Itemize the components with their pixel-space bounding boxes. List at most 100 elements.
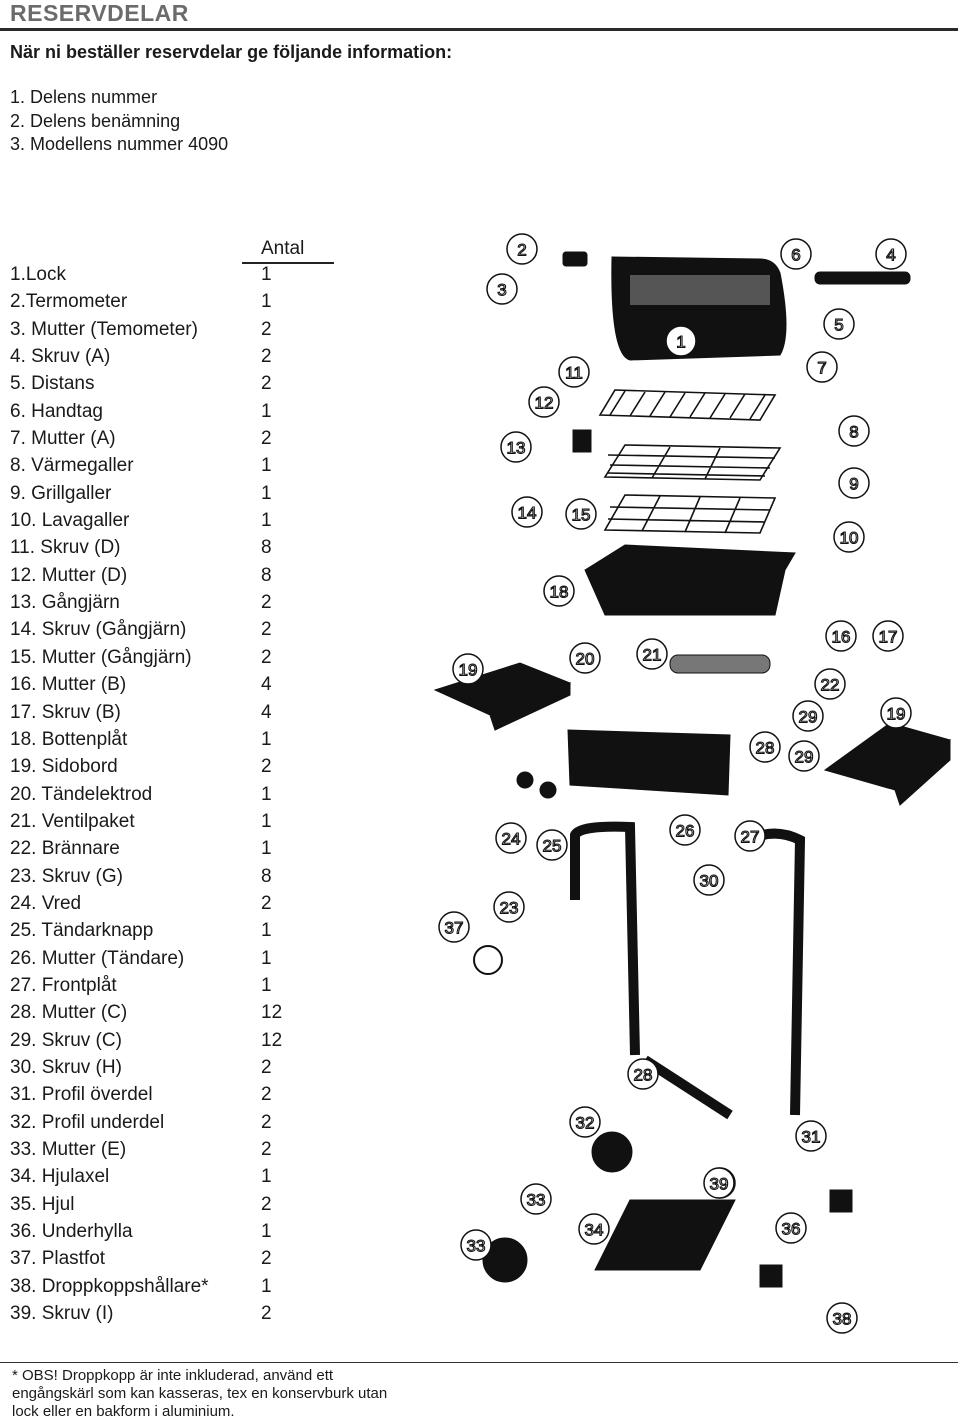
callout-31: 31 [795,1120,827,1152]
callout-19: 19 [880,697,912,729]
lava-grate-part [603,494,777,534]
info-item: 1. Delens nummer [10,87,158,107]
callout-8: 8 [838,415,870,447]
part-qty: 1 [261,455,272,477]
frame-brace [642,1055,733,1120]
callout-37: 37 [438,911,470,943]
burner-part [669,654,771,674]
svg-text:2: 2 [517,241,526,260]
callout-6: 6 [780,238,812,270]
callout-33: 33 [520,1183,552,1215]
part-name: 18. Bottenplåt [10,728,128,750]
lid-part [611,256,787,361]
part-qty: 2 [261,1303,272,1325]
callout-1: 1 [665,325,697,357]
svg-text:22: 22 [821,676,840,695]
svg-text:12: 12 [535,394,554,413]
part-name: 34. Hjulaxel [10,1166,110,1188]
part-name: 3. Mutter (Temometer) [10,318,198,340]
part-qty: 1 [261,838,272,860]
firebox-part [584,544,796,616]
callout-4: 4 [875,238,907,270]
part-qty: 4 [261,701,272,723]
svg-text:32: 32 [576,1114,595,1133]
foot-part-2 [759,1264,783,1288]
part-name: 2.Termometer [10,291,128,313]
callout-10: 10 [833,521,865,553]
callout-34: 34 [578,1213,610,1245]
callout-28: 28 [627,1058,659,1090]
info-list: 1. Delens nummer 2. Delens benämning 3. … [10,86,228,157]
svg-text:26: 26 [676,822,695,841]
part-qty: 2 [261,428,272,450]
svg-text:4: 4 [886,246,895,265]
part-qty: 1 [261,1221,272,1243]
callout-21: 21 [636,638,668,670]
svg-text:23: 23 [500,899,519,918]
svg-text:15: 15 [572,506,591,525]
part-name: 17. Skruv (B) [10,701,121,723]
part-qty: 2 [261,592,272,614]
callout-2: 2 [506,233,538,265]
title-divider [0,28,958,31]
part-qty: 2 [261,318,272,340]
part-qty: 12 [261,1002,283,1024]
callout-3: 3 [486,273,518,305]
frame-left [570,821,640,1056]
part-qty: 2 [261,1248,272,1270]
svg-text:31: 31 [802,1128,821,1147]
part-name: 7. Mutter (A) [10,428,116,450]
part-name: 11. Skruv (D) [10,537,121,559]
thermometer-part [562,251,588,267]
part-qty: 2 [261,619,272,641]
svg-text:24: 24 [502,830,521,849]
frame-right [737,828,806,1116]
wheel-part [482,1237,528,1283]
part-qty: 1 [261,1166,272,1188]
part-qty: 1 [261,1275,272,1297]
callout-28: 28 [749,731,781,763]
svg-text:1: 1 [676,333,685,352]
svg-text:13: 13 [507,439,526,458]
part-qty: 4 [261,674,272,696]
part-qty: 2 [261,1193,272,1215]
svg-text:28: 28 [756,739,775,758]
part-name: 38. Droppkoppshållare* [10,1275,209,1297]
callout-19: 19 [452,653,484,685]
svg-text:20: 20 [576,650,595,669]
part-qty: 2 [261,1084,272,1106]
svg-text:25: 25 [543,837,562,856]
callout-16: 16 [825,620,857,652]
part-name: 35. Hjul [10,1193,75,1215]
part-name: 14. Skruv (Gångjärn) [10,619,187,641]
svg-text:14: 14 [518,504,537,523]
part-qty: 12 [261,1029,283,1051]
part-qty: 2 [261,1139,272,1160]
part-name: 33. Mutter (E) [10,1139,127,1160]
callout-15: 15 [565,498,597,530]
callout-13: 13 [500,431,532,463]
part-name: 30. Skruv (H) [10,1056,122,1078]
callout-26: 26 [669,814,701,846]
svg-text:33: 33 [467,1237,486,1256]
part-name: 21. Ventilpaket [10,810,135,832]
svg-text:29: 29 [795,748,814,767]
qty-header-rule [242,262,334,264]
part-name: 22. Brännare [10,838,120,860]
side-table-left [433,662,572,731]
callout-29: 29 [788,740,820,772]
part-qty: 2 [261,373,272,395]
part-qty: 1 [261,510,272,532]
svg-text:3: 3 [497,281,506,300]
svg-text:8: 8 [849,423,858,442]
part-qty: 1 [261,264,272,285]
svg-text:33: 33 [527,1191,546,1210]
part-qty: 1 [261,291,272,313]
svg-text:37: 37 [445,919,464,938]
footnote: * OBS! Droppkopp är inte inkluderad, anv… [12,1367,388,1420]
svg-text:39: 39 [710,1175,729,1194]
part-name: 29. Skruv (C) [10,1029,122,1051]
part-name: 5. Distans [10,373,95,395]
svg-text:27: 27 [741,828,760,847]
